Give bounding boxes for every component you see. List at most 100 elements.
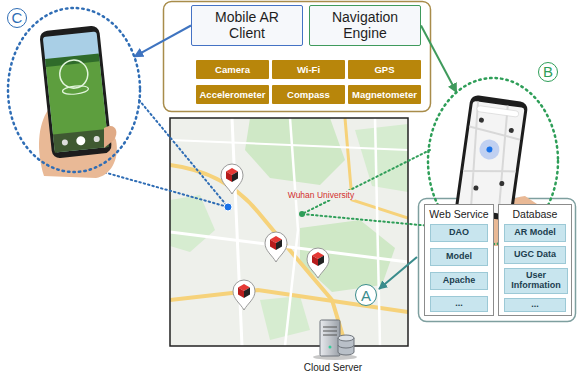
map-pin bbox=[270, 240, 276, 251]
campus-map bbox=[170, 195, 215, 252]
ar-phone bbox=[93, 136, 100, 143]
map-phone bbox=[458, 101, 525, 215]
map-pin bbox=[238, 288, 244, 299]
server-icon bbox=[338, 345, 354, 348]
box-label: Model bbox=[446, 252, 472, 262]
map-phone bbox=[479, 117, 485, 123]
campus-map bbox=[375, 118, 380, 346]
component-box: AR Model bbox=[504, 224, 566, 242]
sensor-box: Accelerometer bbox=[196, 85, 269, 104]
map-pin bbox=[307, 248, 329, 278]
callout-badge: A bbox=[355, 284, 377, 306]
map-phone bbox=[454, 94, 528, 221]
campus-map bbox=[170, 232, 408, 262]
service-box: Web ServiceDAO ModelApache... bbox=[424, 204, 494, 316]
server-caption: Cloud Server bbox=[303, 362, 363, 373]
blue-leader bbox=[224, 203, 232, 211]
component-box: User Information bbox=[504, 268, 568, 294]
blue-leader bbox=[139, 100, 228, 207]
green-leader bbox=[302, 150, 430, 214]
box-label: Navigation Engine bbox=[316, 10, 414, 41]
server-icon bbox=[313, 320, 357, 360]
map-pin bbox=[276, 240, 282, 251]
ar-phone bbox=[39, 25, 117, 178]
campus-map bbox=[355, 124, 408, 192]
map-phone bbox=[477, 105, 519, 117]
ring-outline bbox=[8, 8, 140, 172]
box-label: Camera bbox=[215, 64, 250, 75]
sensor-box: Magnetometer bbox=[348, 85, 421, 104]
sensor-box: Compass bbox=[272, 85, 345, 104]
map-phone bbox=[478, 138, 501, 161]
box-label: Mobile AR Client bbox=[198, 10, 296, 41]
campus-map bbox=[285, 118, 298, 346]
component-box: ... bbox=[504, 298, 566, 312]
box-label: Apache bbox=[443, 276, 476, 286]
box-label: Database bbox=[499, 208, 571, 220]
green-leader bbox=[299, 211, 305, 217]
blue-leader bbox=[96, 170, 228, 207]
ar-phone bbox=[39, 25, 112, 159]
map-phone bbox=[499, 181, 505, 187]
map-pin bbox=[232, 172, 238, 183]
box-label: Wi-Fi bbox=[297, 64, 320, 75]
map-pin bbox=[312, 256, 318, 267]
map-pin bbox=[307, 248, 329, 278]
map-phone bbox=[458, 101, 525, 215]
ar-phone bbox=[39, 25, 112, 159]
map-pin bbox=[221, 164, 243, 194]
callout-letter: A bbox=[361, 288, 371, 303]
map-phone bbox=[473, 185, 479, 191]
campus-map bbox=[170, 118, 408, 346]
callout-letter: B bbox=[538, 62, 558, 82]
sensor-box: Camera bbox=[196, 60, 269, 79]
map-pin bbox=[233, 280, 255, 310]
box-label: Compass bbox=[287, 89, 330, 100]
map-pin bbox=[221, 164, 243, 194]
callout-letter: C bbox=[7, 8, 27, 28]
box-label: ... bbox=[455, 299, 463, 309]
server-icon bbox=[323, 327, 337, 335]
box-label: DAO bbox=[449, 228, 469, 238]
server-icon bbox=[329, 346, 332, 349]
component-box: Apache bbox=[430, 272, 488, 290]
flow-arrow bbox=[421, 26, 457, 93]
server-icon bbox=[338, 335, 354, 341]
component-box: ... bbox=[430, 296, 488, 312]
component-box: UGC Data bbox=[504, 246, 566, 264]
map-pin bbox=[226, 172, 232, 183]
server-icon bbox=[320, 320, 340, 356]
campus-map bbox=[170, 118, 408, 346]
ar-phone bbox=[104, 126, 116, 148]
map-pin bbox=[233, 280, 255, 310]
campus-map bbox=[170, 140, 408, 150]
sensor-box: GPS bbox=[348, 60, 421, 79]
campus-map bbox=[232, 118, 242, 346]
map-place-name: Wuhan University bbox=[287, 190, 355, 200]
sensor-box: Wi-Fi bbox=[272, 60, 345, 79]
blue-leader bbox=[96, 100, 232, 211]
device-panel bbox=[164, 2, 431, 112]
view-circle: C bbox=[6, 6, 142, 174]
flow-arrow bbox=[134, 26, 191, 57]
ar-phone bbox=[76, 136, 86, 146]
box-label: ... bbox=[531, 300, 539, 310]
campus-map bbox=[260, 296, 310, 340]
module-box: Mobile AR Client bbox=[191, 5, 303, 46]
box-label: Web Service bbox=[425, 208, 493, 220]
box-label: User Information bbox=[507, 271, 565, 291]
component-box: DAO bbox=[430, 224, 488, 242]
service-arrow bbox=[379, 257, 417, 289]
ar-phone bbox=[62, 85, 89, 96]
ar-phone bbox=[62, 139, 69, 146]
box-label: AR Model bbox=[514, 228, 556, 238]
map-pin bbox=[265, 232, 287, 262]
map-pin bbox=[318, 256, 324, 267]
box-label: UGC Data bbox=[514, 250, 556, 260]
component-box: Model bbox=[430, 248, 488, 266]
ar-phone bbox=[43, 32, 109, 153]
ar-phone bbox=[58, 59, 89, 90]
map-pin bbox=[265, 232, 287, 262]
